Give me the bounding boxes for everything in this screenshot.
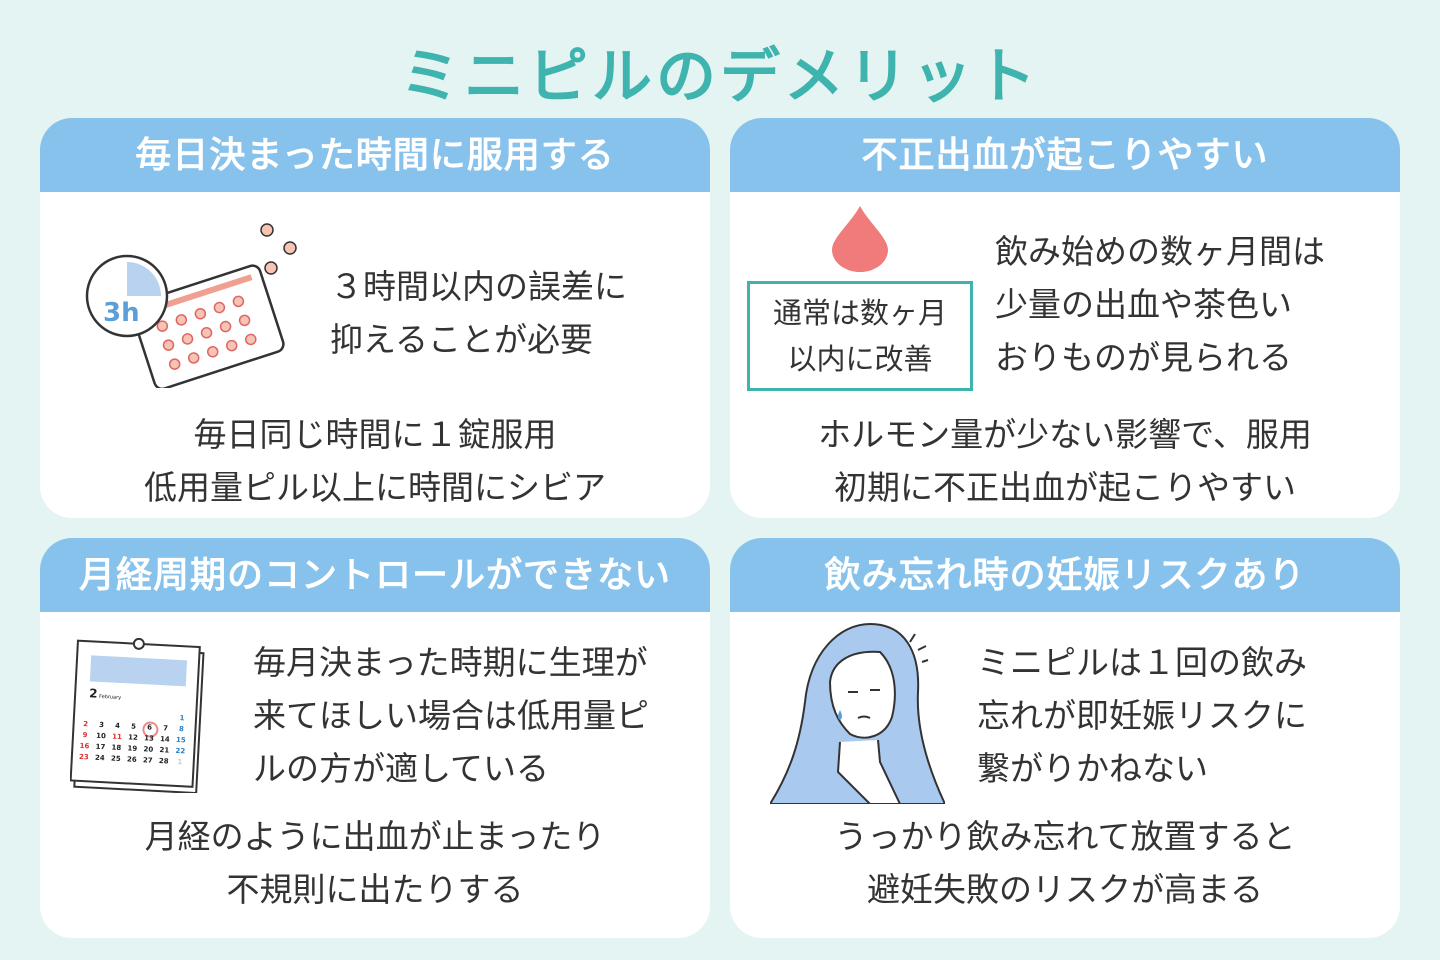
panel-irregular-bleeding: 不正出血が起こりやすい 通常は数ヶ月 以内に改善 飲み始めの数ヶ月間は 少量の出… <box>730 118 1400 518</box>
calendar-day: 26 <box>127 755 137 764</box>
calendar-day: 13 <box>144 734 154 743</box>
panel-bottom-text: ホルモン量が少ない影響で、服用 初期に不正出血が起こりやすい <box>730 408 1400 514</box>
calendar-day: 18 <box>111 744 121 753</box>
calendar-day: 20 <box>143 745 153 754</box>
calendar-day: 3 <box>99 721 104 729</box>
panel-side-text: 毎月決まった時期に生理が 来てほしい場合は低用量ピ ルの方が適している <box>253 636 649 795</box>
panel-daily-timing: 毎日決まった時間に服用する 3h ３時間以内の誤差に 抑えることが必要 毎日同じ… <box>40 118 710 518</box>
text-line: 少量の出血や茶色い <box>995 285 1292 324</box>
panel-header: 飲み忘れ時の妊娠リスクあり <box>730 538 1400 612</box>
text-line: 避妊失敗のリスクが高まる <box>867 870 1263 909</box>
clock-label: 3h <box>103 298 140 328</box>
text-line: 通常は数ヶ月 <box>772 296 947 330</box>
text-line: 毎日同じ時間に１錠服用 <box>193 415 557 454</box>
panel-header: 毎日決まった時間に服用する <box>40 118 710 192</box>
panel-bottom-text: 毎日同じ時間に１錠服用 低用量ピル以上に時間にシビア <box>40 408 710 514</box>
calendar-day: 5 <box>131 723 136 731</box>
calendar-day: 28 <box>159 757 169 766</box>
panel-side-text: ミニピルは１回の飲み 忘れが即妊娠リスクに 繋がりかねない <box>977 636 1307 795</box>
text-line: 低用量ピル以上に時間にシビア <box>144 468 606 507</box>
worried-woman-icon <box>770 622 945 804</box>
calendar-day: 24 <box>95 754 105 763</box>
calendar-day: 27 <box>143 756 153 765</box>
text-line: 初期に不正出血が起こりやすい <box>834 468 1296 507</box>
calendar-day: 22 <box>175 747 185 756</box>
calendar-day: 23 <box>79 753 89 762</box>
panel-side-text: ３時間以内の誤差に 抑えることが必要 <box>330 260 627 366</box>
text-line: 繋がりかねない <box>977 749 1208 788</box>
text-line: 不規則に出たりする <box>226 870 524 909</box>
calendar-day: 12 <box>128 733 138 742</box>
calendar-day: 14 <box>160 735 170 744</box>
text-line: うっかり飲み忘れて放置すると <box>834 817 1296 856</box>
page-title: ミニピルのデメリット <box>400 42 1040 112</box>
panel-header: 不正出血が起こりやすい <box>730 118 1400 192</box>
text-line: 飲み始めの数ヶ月間は <box>995 232 1325 271</box>
text-line: ルの方が適している <box>253 749 550 788</box>
text-line: ３時間以内の誤差に <box>330 267 627 306</box>
calendar-month: 2 <box>89 686 98 700</box>
calendar-day: 8 <box>179 725 184 733</box>
calendar-day: 10 <box>96 732 106 741</box>
calendar-day: 21 <box>159 746 169 755</box>
text-line: 以内に改善 <box>787 342 933 376</box>
panel-pregnancy-risk: 飲み忘れ時の妊娠リスクあり ミニピルは１回の飲み 忘れが即妊娠リスクに 繋がりか… <box>730 538 1400 938</box>
text-line: おりものが見られる <box>995 338 1292 377</box>
panel-bottom-text: うっかり飲み忘れて放置すると 避妊失敗のリスクが高まる <box>730 810 1400 916</box>
improvement-note-box: 通常は数ヶ月 以内に改善 <box>747 281 973 391</box>
calendar-day: 9 <box>82 731 87 739</box>
panel-header: 月経周期のコントロールができない <box>40 538 710 612</box>
calendar-day: 25 <box>111 755 121 764</box>
text-line: ミニピルは１回の飲み <box>977 643 1307 682</box>
text-line: 来てほしい場合は低用量ピ <box>253 696 649 735</box>
calendar-day: 19 <box>127 744 137 753</box>
panel-bottom-text: 月経のように出血が止まったり 不規則に出たりする <box>40 810 710 916</box>
text-line: 忘れが即妊娠リスクに <box>977 696 1307 735</box>
calendar-day: 4 <box>115 722 120 730</box>
calendar-day: 11 <box>112 733 122 742</box>
calendar-day: 1 <box>177 758 182 766</box>
calendar-day: 7 <box>163 724 168 732</box>
panel-side-text: 飲み始めの数ヶ月間は 少量の出血や茶色い おりものが見られる <box>995 225 1325 384</box>
calendar-day: 16 <box>79 742 89 751</box>
text-line: 月経のように出血が止まったり <box>144 817 606 856</box>
blood-drop-icon <box>832 206 888 272</box>
calendar-day: 17 <box>95 743 105 752</box>
calendar-month-name: February <box>99 694 121 701</box>
text-line: ホルモン量が少ない影響で、服用 <box>818 415 1312 454</box>
calendar-day: 15 <box>176 736 186 745</box>
clock-pill-icon: 3h <box>85 223 297 388</box>
calendar-day: 1 <box>179 714 184 722</box>
calendar-day: 6 <box>147 723 152 731</box>
text-line: 毎月決まった時期に生理が <box>253 643 648 682</box>
calendar-day: 2 <box>83 720 88 728</box>
text-line: 抑えることが必要 <box>330 320 594 359</box>
